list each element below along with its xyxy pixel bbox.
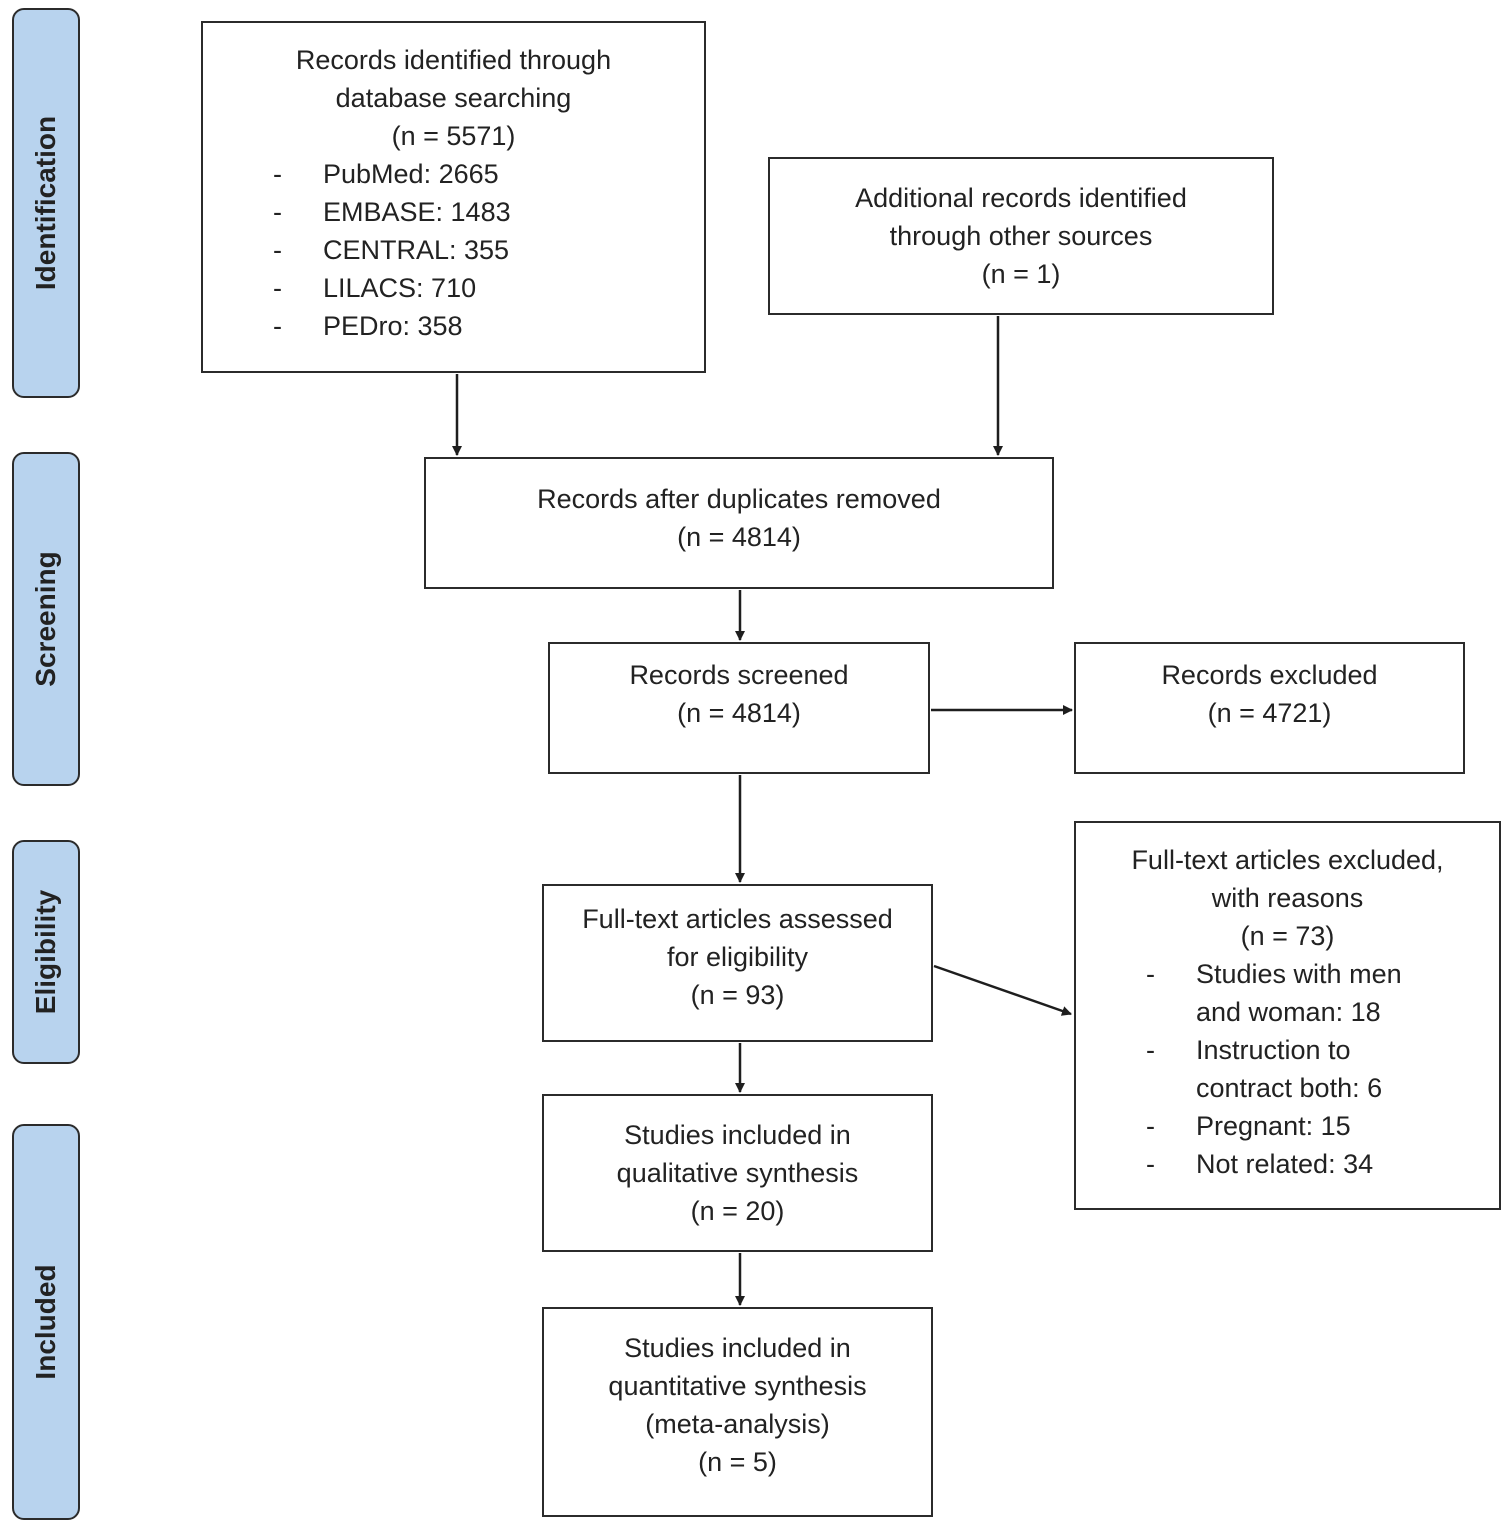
fulltext-excluded-line-1: Full-text articles excluded, <box>1131 845 1444 875</box>
phase-identification: Identification <box>12 8 80 398</box>
database-box-line-1: Records identified through <box>295 45 612 75</box>
fulltext-assessed-line-1: Full-text articles assessed <box>582 904 893 934</box>
list-item: -LILACS: 710 <box>273 273 477 303</box>
records-excluded-box: Records excluded (n = 4721) <box>1074 642 1465 774</box>
fulltext-excluded-count: (n = 73) <box>1240 921 1335 951</box>
list-item: -PubMed: 2665 <box>273 159 499 189</box>
phase-eligibility: Eligibility <box>12 840 80 1064</box>
qualitative-count: (n = 20) <box>690 1196 785 1226</box>
database-box-line-2: database searching <box>335 83 572 113</box>
fulltext-excluded-box: Full-text articles excluded, with reason… <box>1074 821 1501 1210</box>
quantitative-line-2: quantitative synthesis <box>608 1371 867 1401</box>
other-sources-line-2: through other sources <box>889 221 1153 251</box>
fulltext-excluded-line-2: with reasons <box>1211 883 1364 913</box>
records-excluded-label: Records excluded <box>1161 660 1378 690</box>
list-item: -Pregnant: 15 <box>1146 1111 1351 1141</box>
quantitative-count: (n = 5) <box>698 1447 777 1477</box>
list-item: -CENTRAL: 355 <box>273 235 510 265</box>
records-excluded-count: (n = 4721) <box>1207 698 1332 728</box>
database-search-box: Records identified through database sear… <box>201 21 706 373</box>
duplicates-removed-label: Records after duplicates removed <box>537 484 941 514</box>
records-screened-label: Records screened <box>629 660 849 690</box>
quantitative-line-3: (meta-analysis) <box>645 1409 830 1439</box>
phase-screening: Screening <box>12 452 80 786</box>
fulltext-assessed-line-2: for eligibility <box>666 942 809 972</box>
qualitative-line-1: Studies included in <box>624 1120 851 1150</box>
list-item: -EMBASE: 1483 <box>273 197 511 227</box>
quantitative-synthesis-box: Studies included in quantitative synthes… <box>542 1307 933 1517</box>
records-screened-box: Records screened (n = 4814) <box>548 642 930 774</box>
fulltext-assessed-count: (n = 93) <box>690 980 785 1010</box>
duplicates-removed-count: (n = 4814) <box>677 522 801 552</box>
other-sources-count: (n = 1) <box>981 259 1061 289</box>
fulltext-assessed-box: Full-text articles assessed for eligibil… <box>542 884 933 1042</box>
arrow-fulltext-to-excluded <box>933 964 1072 1016</box>
other-sources-line-1: Additional records identified <box>855 183 1187 213</box>
quantitative-line-1: Studies included in <box>624 1333 851 1363</box>
phase-included: Included <box>12 1124 80 1520</box>
list-item: -Not related: 34 <box>1146 1149 1374 1179</box>
qualitative-synthesis-box: Studies included in qualitative synthesi… <box>542 1094 933 1252</box>
records-screened-count: (n = 4814) <box>677 698 801 728</box>
database-box-count: (n = 5571) <box>391 121 516 151</box>
duplicates-removed-box: Records after duplicates removed (n = 48… <box>424 457 1054 589</box>
other-sources-box: Additional records identified through ot… <box>768 157 1274 315</box>
list-item: -PEDro: 358 <box>273 311 463 341</box>
qualitative-line-2: qualitative synthesis <box>616 1158 859 1188</box>
database-source-list: -PubMed: 2665 -EMBASE: 1483 -CENTRAL: 35… <box>203 155 704 345</box>
